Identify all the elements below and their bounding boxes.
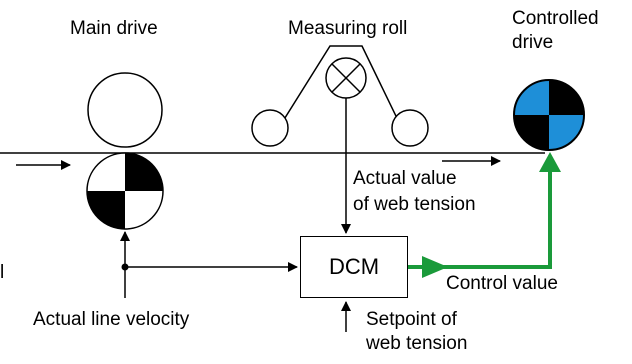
actual-value-label-line1: Actual value (353, 168, 457, 189)
control-value-path (408, 152, 561, 278)
edge-marker-label: l (0, 262, 5, 283)
actual-value-label-line2: of web tension (353, 194, 476, 215)
controlled-drive-label-line1: Controlled (512, 8, 599, 29)
controlled-drive-motor-icon (513, 79, 585, 151)
web-path-over-rolls (267, 45, 411, 146)
measuring-roll-label: Measuring roll (288, 18, 408, 39)
main-drive-motor-icon (86, 152, 164, 230)
setpoint-label-line2: web tension (366, 333, 468, 354)
main-drive-top-roll (87, 72, 163, 148)
setpoint-label-line1: Setpoint of (366, 309, 457, 330)
main-drive-label: Main drive (70, 18, 158, 39)
guide-roll-left (251, 109, 289, 147)
dcm-box: DCM (300, 236, 408, 298)
controlled-drive-label-line2: drive (512, 32, 554, 53)
guide-roll-right (391, 109, 429, 147)
control-value-label: Control value (446, 273, 558, 294)
measuring-roll-icon (325, 57, 367, 99)
dcm-label: DCM (328, 254, 380, 279)
actual-line-velocity-label: Actual line velocity (33, 309, 190, 330)
